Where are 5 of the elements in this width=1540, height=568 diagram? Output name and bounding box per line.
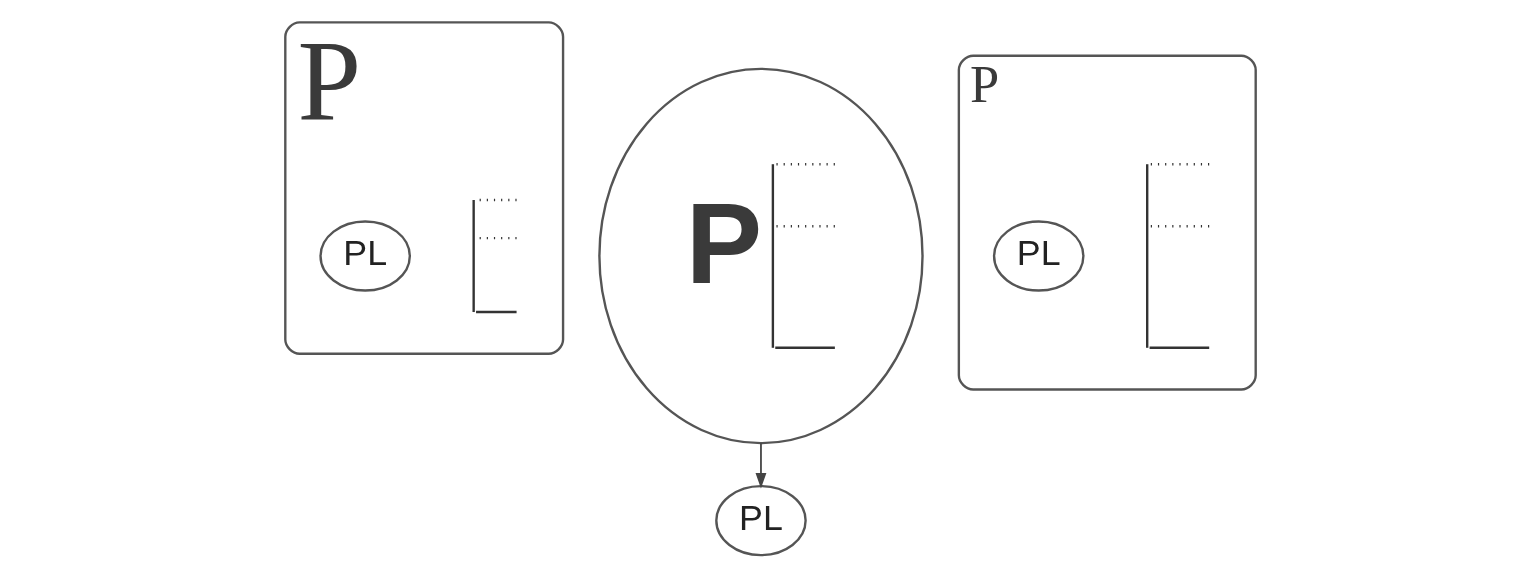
node-ellipse: P [597, 67, 924, 445]
arrow [755, 442, 766, 489]
node-ellipse: PL [714, 484, 807, 557]
node-ellipse: PL [992, 220, 1085, 292]
node-ellipse: PL [318, 220, 411, 292]
